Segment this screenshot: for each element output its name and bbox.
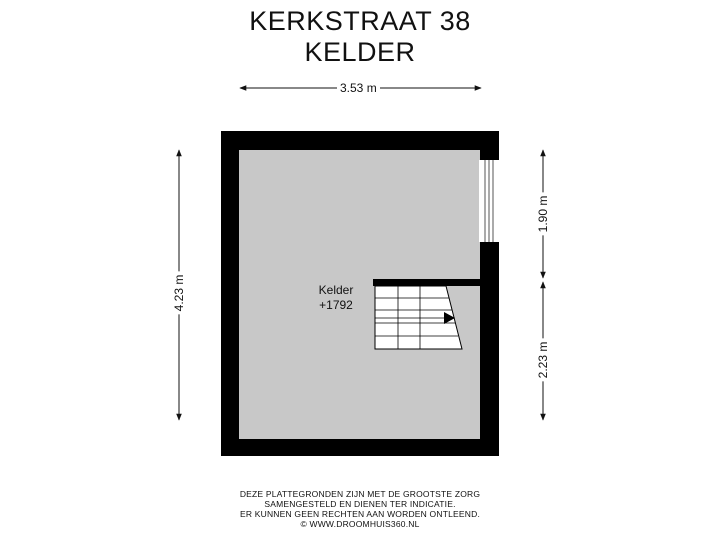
- dimension-right-upper-label: 1.90 m: [536, 192, 550, 236]
- room-name: Kelder: [318, 283, 354, 297]
- room-label: Kelder +1792: [306, 283, 366, 313]
- room-level: +1792: [319, 298, 353, 312]
- dimension-right-lower-label: 2.23 m: [536, 338, 550, 382]
- disclaimer-line: SAMENGESTELD EN DIENEN TER INDICATIE.: [264, 499, 456, 509]
- dimension-width-label: 3.53 m: [337, 81, 380, 95]
- dimension-height-label: 4.23 m: [172, 271, 186, 315]
- room-walls: [221, 131, 499, 456]
- disclaimer-line: DEZE PLATTEGRONDEN ZIJN MET DE GROOTSTE …: [239, 489, 481, 499]
- disclaimer-line: ER KUNNEN GEEN RECHTEN AAN WORDEN ONTLEE…: [239, 509, 481, 519]
- stair-arrow-icon: [444, 312, 455, 324]
- plan-address-title: KERKSTRAAT 38: [249, 6, 471, 36]
- stair-wall-right: [480, 242, 499, 286]
- plan-floor-title: KELDER: [304, 37, 416, 67]
- staircase: [374, 285, 463, 350]
- stair-wall-top: [373, 279, 480, 286]
- disclaimer: DEZE PLATTEGRONDEN ZIJN MET DE GROOTSTE …: [0, 489, 720, 529]
- copyright: © WWW.DROOMHUIS360.NL: [300, 519, 420, 529]
